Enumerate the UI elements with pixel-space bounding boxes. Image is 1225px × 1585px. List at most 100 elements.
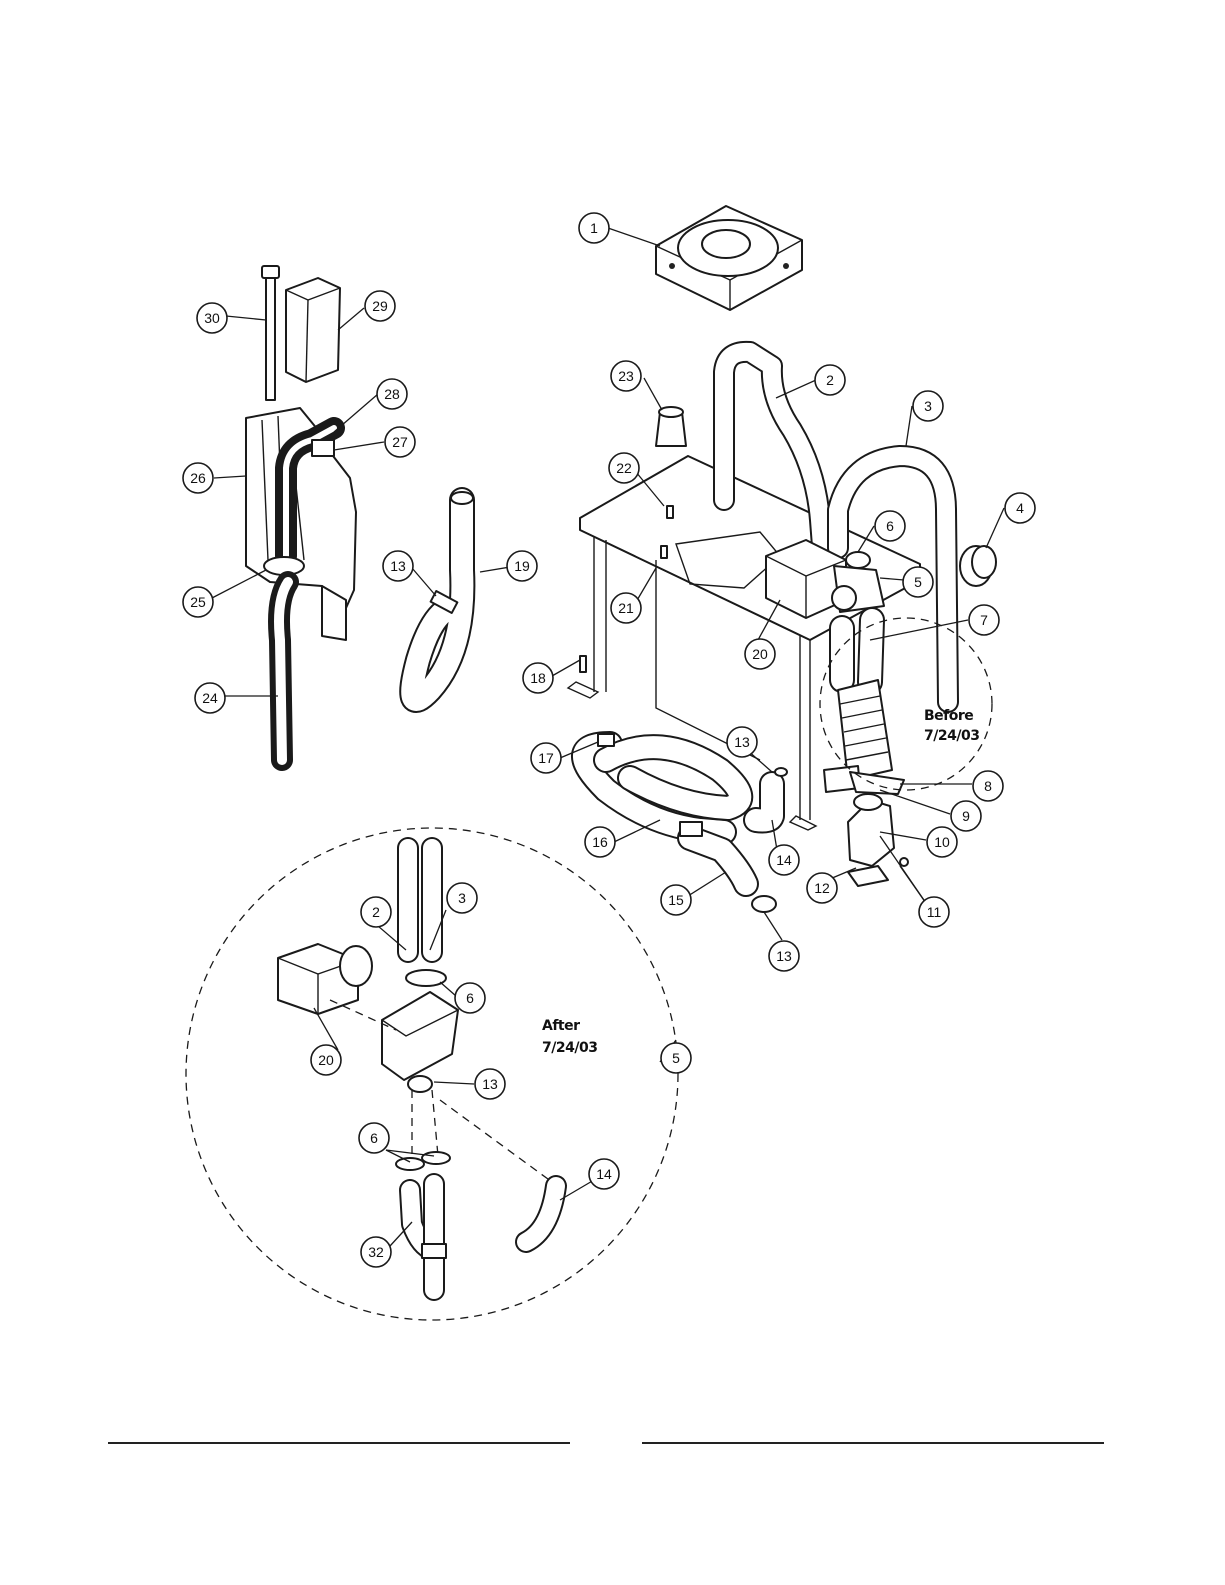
callout-20: 20	[745, 639, 775, 669]
callout-2: 2	[815, 365, 845, 395]
svg-text:25: 25	[190, 594, 206, 610]
svg-text:24: 24	[202, 690, 218, 706]
detail-callout-6a: 6	[455, 983, 485, 1013]
svg-text:16: 16	[592, 834, 608, 850]
fan-part-1	[656, 206, 802, 310]
tube-part-24	[279, 582, 288, 760]
svg-text:15: 15	[668, 892, 684, 908]
svg-text:13: 13	[734, 734, 750, 750]
note-before-line2: 7/24/03	[924, 728, 979, 744]
callout-13a: 13	[727, 727, 757, 757]
svg-text:6: 6	[886, 518, 894, 534]
svg-text:5: 5	[672, 1050, 680, 1066]
detail-callout-6b: 6	[359, 1123, 389, 1153]
callout-12: 12	[807, 873, 837, 903]
svg-text:32: 32	[368, 1244, 384, 1260]
svg-text:23: 23	[618, 368, 634, 384]
callout-25: 25	[183, 587, 213, 617]
svg-text:20: 20	[318, 1052, 334, 1068]
svg-text:8: 8	[984, 778, 992, 794]
svg-text:17: 17	[538, 750, 554, 766]
detail-callout-20: 20	[311, 1045, 341, 1075]
footer-rule-right	[642, 1442, 1104, 1444]
svg-text:13: 13	[776, 948, 792, 964]
svg-text:13: 13	[482, 1076, 498, 1092]
callout-4: 4	[1005, 493, 1035, 523]
svg-text:14: 14	[776, 852, 792, 868]
callout-17: 17	[531, 743, 561, 773]
callout-27: 27	[385, 427, 415, 457]
svg-text:20: 20	[752, 646, 768, 662]
callout-18: 18	[523, 663, 553, 693]
callout-10: 10	[927, 827, 957, 857]
svg-text:2: 2	[372, 904, 380, 920]
svg-text:29: 29	[372, 298, 388, 314]
detail-callout-14: 14	[589, 1159, 619, 1189]
svg-text:30: 30	[204, 310, 220, 326]
svg-text:2: 2	[826, 372, 834, 388]
callout-1: 1	[579, 213, 609, 243]
svg-text:1: 1	[590, 220, 598, 236]
svg-text:9: 9	[962, 808, 970, 824]
svg-text:19: 19	[514, 558, 530, 574]
callout-28: 28	[377, 379, 407, 409]
filter-bottle-part-8	[824, 620, 904, 794]
svg-text:5: 5	[914, 574, 922, 590]
note-after-line2: 7/24/03	[542, 1040, 597, 1056]
left-assembly	[246, 266, 356, 760]
callout-11: 11	[919, 897, 949, 927]
callout-13b: 13	[383, 551, 413, 581]
callout-24: 24	[195, 683, 225, 713]
callout-3: 3	[913, 391, 943, 421]
svg-text:27: 27	[392, 434, 408, 450]
svg-text:18: 18	[530, 670, 546, 686]
callout-26: 26	[183, 463, 213, 493]
detail-callout-3: 3	[447, 883, 477, 913]
callout-15: 15	[661, 885, 691, 915]
filter-part-23	[656, 407, 686, 446]
callout-16: 16	[585, 827, 615, 857]
callout-7: 7	[969, 605, 999, 635]
hose-loop-part-16	[584, 734, 787, 912]
svg-text:21: 21	[618, 600, 634, 616]
callout-21: 21	[611, 593, 641, 623]
svg-text:11: 11	[927, 904, 942, 920]
detail-callout-13: 13	[475, 1069, 505, 1099]
cap-part-4	[960, 546, 996, 586]
footer-rule-left	[108, 1442, 570, 1444]
svg-text:26: 26	[190, 470, 206, 486]
pump-part-10	[848, 794, 908, 886]
svg-text:28: 28	[384, 386, 400, 402]
callout-23: 23	[611, 361, 641, 391]
svg-text:3: 3	[458, 890, 466, 906]
rod-part-30	[262, 266, 279, 400]
svg-text:13: 13	[390, 558, 406, 574]
detail-callout-5: 5	[661, 1043, 691, 1073]
callout-8: 8	[973, 771, 1003, 801]
clamp-part-27	[312, 440, 334, 456]
detail-callout-32: 32	[361, 1237, 391, 1267]
callout-6: 6	[875, 511, 905, 541]
svg-text:7: 7	[980, 612, 988, 628]
hose-part-19	[412, 492, 473, 700]
svg-text:4: 4	[1016, 500, 1024, 516]
cover-part-29	[286, 278, 340, 382]
svg-text:12: 12	[814, 880, 830, 896]
callout-9: 9	[951, 801, 981, 831]
callout-5: 5	[903, 567, 933, 597]
svg-text:14: 14	[596, 1166, 612, 1182]
detail-callout-2: 2	[361, 897, 391, 927]
note-before-line1: Before	[924, 708, 973, 724]
svg-text:3: 3	[924, 398, 932, 414]
callout-13c: 13	[769, 941, 799, 971]
callout-30: 30	[197, 303, 227, 333]
svg-text:6: 6	[370, 1130, 378, 1146]
callout-14: 14	[769, 845, 799, 875]
callout-19: 19	[507, 551, 537, 581]
svg-text:10: 10	[934, 834, 950, 850]
svg-text:22: 22	[616, 460, 632, 476]
svg-text:6: 6	[466, 990, 474, 1006]
callout-22: 22	[609, 453, 639, 483]
callout-29: 29	[365, 291, 395, 321]
